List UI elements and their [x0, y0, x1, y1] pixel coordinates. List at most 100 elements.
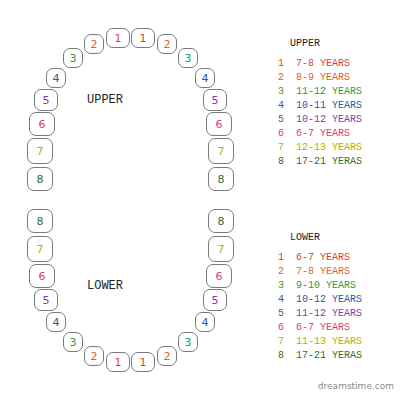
legend-entry: 6-7 YEARS — [296, 253, 350, 263]
tooth-outline: 5 — [34, 89, 58, 111]
legend-entry: 4 — [278, 101, 284, 111]
tooth-number: 1 — [140, 33, 147, 44]
tooth-outline: 8 — [27, 167, 53, 191]
tooth-number: 7 — [37, 146, 44, 157]
legend-entry: 5 — [278, 115, 284, 125]
tooth-outline: 6 — [29, 264, 55, 288]
tooth-number: 7 — [37, 244, 44, 255]
legend-entry: 6-7 YEARS — [296, 323, 350, 333]
tooth-outline: 1 — [106, 352, 130, 372]
tooth-outline: 4 — [195, 312, 215, 332]
tooth-outline: 8 — [208, 209, 234, 233]
tooth-outline: 2 — [84, 34, 104, 54]
legend-entry: 6 — [278, 323, 284, 333]
legend-entry: 10-12 YEARS — [296, 115, 362, 125]
tooth-number: 2 — [164, 351, 171, 362]
tooth-number: 4 — [202, 73, 209, 84]
legend-entry: 6 — [278, 129, 284, 139]
tooth-outline: 1 — [131, 352, 155, 372]
tooth-outline: 6 — [206, 264, 232, 288]
tooth-outline: 7 — [27, 236, 53, 262]
legend-entry: 1 — [278, 59, 284, 69]
legend-entry: 10-11 YEARS — [296, 101, 362, 111]
tooth-outline: 8 — [27, 209, 53, 233]
tooth-outline: 7 — [27, 138, 53, 164]
tooth-number: 2 — [91, 39, 98, 50]
legend-entry: 11-12 YEARS — [296, 87, 362, 97]
legend-entry: 9-10 YEARS — [296, 281, 356, 291]
tooth-number: 6 — [216, 271, 223, 282]
tooth-number: 8 — [37, 216, 44, 227]
tooth-number: 4 — [53, 73, 60, 84]
tooth-outline: 2 — [157, 346, 177, 366]
tooth-outline: 1 — [131, 28, 155, 48]
tooth-number: 8 — [218, 216, 225, 227]
tooth-outline: 4 — [46, 312, 66, 332]
tooth-number: 6 — [39, 271, 46, 282]
legend-entry: 3 — [278, 281, 284, 291]
legend-entry: 12-13 YEARS — [296, 143, 362, 153]
tooth-number: 6 — [216, 119, 223, 130]
tooth-number: 2 — [91, 351, 98, 362]
tooth-number: 1 — [140, 357, 147, 368]
legend-entry: 3 — [278, 87, 284, 97]
legend-entry: 6-7 YEARS — [296, 129, 350, 139]
tooth-outline: 6 — [206, 112, 232, 136]
tooth-number: 5 — [212, 295, 219, 306]
tooth-outline: 2 — [84, 346, 104, 366]
legend-entry: 7 — [278, 143, 284, 153]
tooth-number: 2 — [164, 39, 171, 50]
legend-entry: 11-12 YEARS — [296, 309, 362, 319]
watermark: dreamstime.com — [318, 382, 394, 391]
tooth-outline: 6 — [29, 112, 55, 136]
tooth-outline: 7 — [208, 138, 234, 164]
tooth-number: 3 — [70, 53, 77, 64]
legend-entry: 11-13 YEARS — [296, 337, 362, 347]
legend-entry: 2 — [278, 267, 284, 277]
tooth-outline: 3 — [63, 48, 83, 68]
legend-entry: 2 — [278, 73, 284, 83]
legend-entry: 8 — [278, 157, 284, 167]
tooth-number: 3 — [185, 53, 192, 64]
tooth-outline: 5 — [34, 289, 58, 311]
tooth-outline: 4 — [195, 68, 215, 88]
tooth-outline: 3 — [178, 332, 198, 352]
tooth-number: 3 — [70, 337, 77, 348]
tooth-outline: 7 — [208, 236, 234, 262]
tooth-number: 1 — [115, 33, 122, 44]
arch-label: UPPER — [87, 94, 123, 106]
legend-entry: 17-21 YERAS — [296, 351, 362, 361]
tooth-outline: 5 — [203, 289, 227, 311]
legend-entry: 17-21 YERAS — [296, 157, 362, 167]
tooth-number: 5 — [43, 295, 50, 306]
tooth-outline: 2 — [157, 34, 177, 54]
legend-entry: 8 — [278, 351, 284, 361]
tooth-number: 4 — [202, 317, 209, 328]
tooth-number: 7 — [218, 244, 225, 255]
tooth-number: 3 — [185, 337, 192, 348]
arch-label: LOWER — [87, 280, 123, 292]
legend-entry: 10-12 YEARS — [296, 295, 362, 305]
tooth-number: 8 — [37, 174, 44, 185]
tooth-number: 5 — [43, 95, 50, 106]
tooth-number: 4 — [53, 317, 60, 328]
legend-entry: 1 — [278, 253, 284, 263]
legend-entry: 4 — [278, 295, 284, 305]
tooth-outline: 3 — [178, 48, 198, 68]
tooth-number: 1 — [115, 357, 122, 368]
legend-entry: 7-8 YEARS — [296, 267, 350, 277]
tooth-outline: 5 — [203, 89, 227, 111]
tooth-number: 8 — [218, 174, 225, 185]
tooth-number: 7 — [218, 146, 225, 157]
legend-heading: UPPER — [290, 39, 320, 49]
tooth-outline: 8 — [208, 167, 234, 191]
legend-entry: 5 — [278, 309, 284, 319]
tooth-outline: 1 — [106, 28, 130, 48]
tooth-outline: 4 — [46, 68, 66, 88]
legend-entry: 7-8 YEARS — [296, 59, 350, 69]
tooth-number: 6 — [39, 119, 46, 130]
tooth-number: 5 — [212, 95, 219, 106]
legend-entry: 8-9 YEARS — [296, 73, 350, 83]
legend-heading: LOWER — [290, 233, 320, 243]
